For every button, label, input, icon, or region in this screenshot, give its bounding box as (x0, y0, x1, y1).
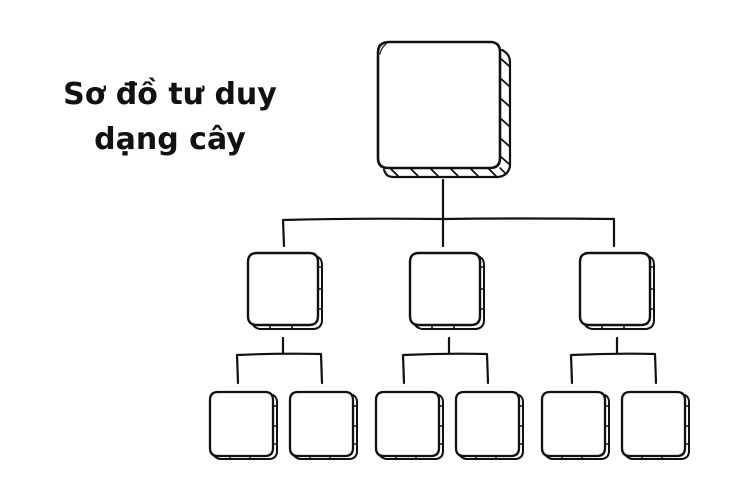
leaf-node-2 (288, 390, 358, 460)
root-node (376, 40, 512, 179)
leaf-node-3 (374, 390, 444, 460)
title-line-1: Sơ đồ tư duy (63, 77, 277, 112)
leaf-node-5 (540, 390, 610, 460)
child-node-2 (408, 251, 485, 330)
title-line-2: dạng cây (94, 122, 246, 157)
leaf-node-4 (454, 390, 524, 460)
root-connectors (281, 178, 616, 248)
child-node-3 (578, 251, 655, 330)
leaf-node-6 (620, 390, 690, 460)
diagram-title: Sơ đồ tư duy dạng cây (50, 72, 290, 162)
child-connectors (235, 336, 658, 385)
child-node-1 (246, 251, 323, 330)
leaf-node-1 (208, 390, 278, 460)
